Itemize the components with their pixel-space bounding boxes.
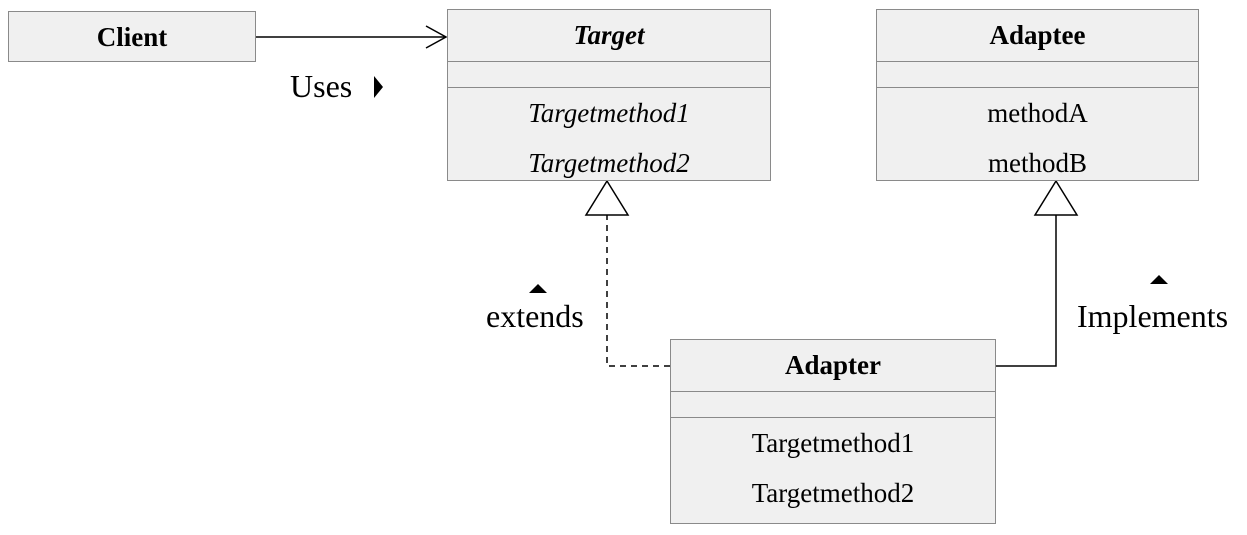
class-name: Target (448, 10, 770, 62)
extends-dashed-line (606, 215, 670, 367)
method: methodA (987, 98, 1088, 128)
hollow-triangle-icon (584, 179, 630, 216)
class-name: Client (96, 22, 168, 52)
class-client: Client (8, 11, 256, 62)
method: Targetmethod2 (751, 478, 915, 508)
attributes-compartment (448, 62, 770, 88)
implements-label: Implements (1077, 298, 1229, 334)
methods-compartment: methodA methodB (877, 88, 1198, 191)
method: Targetmethod1 (528, 98, 690, 128)
direction-triangle-icon (529, 284, 547, 293)
uses-label: Uses (290, 68, 353, 104)
methods-compartment: Targetmethod1 Targetmethod2 (671, 418, 995, 521)
class-name: Adaptee (877, 10, 1198, 62)
open-arrowhead-icon (425, 25, 448, 49)
methods-compartment: Targetmethod1 Targetmethod2 (448, 88, 770, 191)
class-adaptee: Adaptee methodA methodB (876, 9, 1199, 181)
attributes-compartment (671, 392, 995, 418)
method: Targetmethod1 (751, 428, 915, 458)
direction-triangle-icon (1150, 275, 1168, 284)
extends-label: extends (486, 298, 584, 334)
class-name: Adapter (671, 340, 995, 392)
class-target: Target Targetmethod1 Targetmethod2 (447, 9, 771, 181)
method: Targetmethod2 (528, 148, 690, 178)
attributes-compartment (877, 62, 1198, 88)
direction-triangle-icon (374, 76, 383, 98)
hollow-triangle-icon (1033, 179, 1079, 216)
class-adapter: Adapter Targetmethod1 Targetmethod2 (670, 339, 996, 524)
implements-line (996, 215, 1057, 367)
method: methodB (988, 148, 1087, 178)
